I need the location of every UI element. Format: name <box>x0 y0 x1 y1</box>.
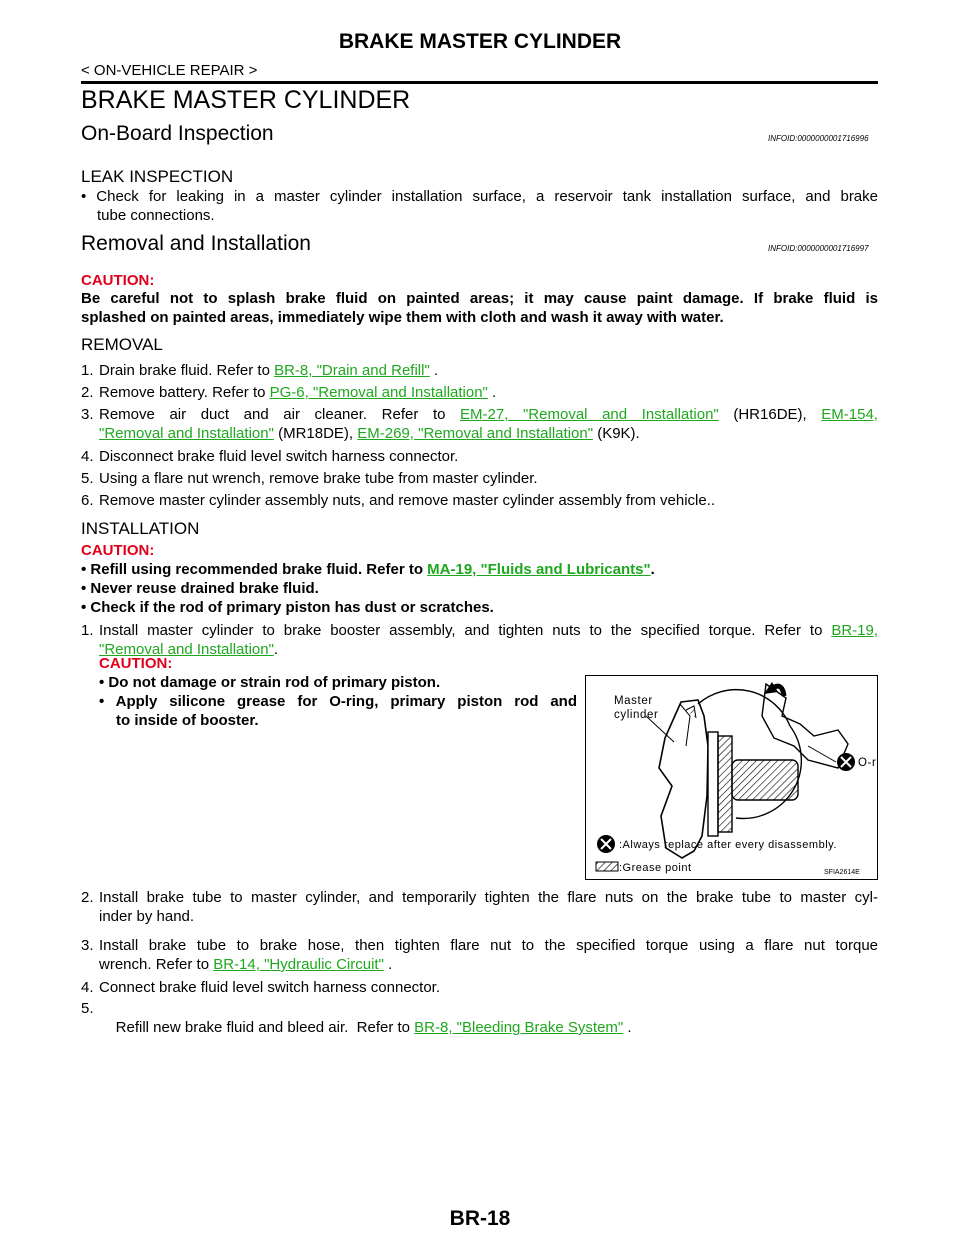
step-number: 3. <box>81 937 94 954</box>
step-text: Refill new brake fluid and bleed air. Re… <box>115 1019 415 1036</box>
step1-caution-bullet-2b: to inside of booster. <box>116 712 259 729</box>
legend-replace-icon <box>597 835 615 853</box>
step1-caution-bullet-1: • Do not damage or strain rod of primary… <box>99 674 441 691</box>
link-ma19-fluids-lubricants[interactable]: MA-19, "Fluids and Lubricants" <box>427 561 651 578</box>
step-number: 5. <box>81 470 94 487</box>
link-pg6-removal-installation[interactable]: PG-6, "Removal and Installation" <box>269 384 488 401</box>
header-section: < ON-VEHICLE REPAIR > <box>81 62 258 79</box>
page-number: BR-18 <box>449 1207 511 1230</box>
caution-line1: Be careful not to splash brake fluid on … <box>81 290 878 307</box>
infoid-onboard: INFOID:0000000001716996 <box>768 134 869 143</box>
subsection-installation: INSTALLATION <box>81 519 200 538</box>
link-br19-part2[interactable]: "Removal and Installation" <box>99 641 274 658</box>
link-em154-part2[interactable]: "Removal and Installation" <box>99 425 274 442</box>
step-text-cont: inder by hand. <box>99 908 195 925</box>
step-number: 1. <box>81 622 94 639</box>
oring-no-reuse-icon <box>837 753 855 771</box>
removal-step-1: 1. Drain brake fluid. Refer to BR-8, "Dr… <box>81 361 438 380</box>
leak-bullet-line2: tube connections. <box>97 207 215 224</box>
installation-step-5: 5. Refill new brake fluid and bleed air.… <box>81 999 632 1036</box>
installation-step-2: 2. Install brake tube to master cylinder… <box>81 888 878 925</box>
step-number: 1. <box>81 362 94 379</box>
caution-text: • Refill using recommended brake fluid. … <box>81 561 428 578</box>
infoid-removal-installation: INFOID:0000000001716997 <box>768 244 869 253</box>
master-cylinder-illustration: Master cylinder O-ring :Always replace a… <box>595 682 893 876</box>
caution-line2: splashed on painted areas, immediately w… <box>81 309 724 326</box>
step-end: . <box>623 1019 632 1036</box>
step-end: . <box>383 956 393 973</box>
leak-bullet-line1: • Check for leaking in a master cylinder… <box>81 188 878 205</box>
step-text: Drain brake fluid. Refer to <box>99 362 275 379</box>
link-br14-hydraulic-circuit[interactable]: BR-14, "Hydraulic Circuit" <box>213 956 384 973</box>
removal-step-2: 2. Remove battery. Refer to PG-6, "Remov… <box>81 383 496 402</box>
legend-replace-text: :Always replace after every disassembly. <box>619 839 837 851</box>
installation-caution-bullet-2: • Never reuse drained brake fluid. <box>81 580 319 597</box>
removal-step-3: 3. Remove air duct and air cleaner. Refe… <box>81 405 878 442</box>
step-text: Disconnect brake fluid level switch harn… <box>99 448 459 465</box>
step-number: 2. <box>81 889 94 906</box>
link-br19-part1[interactable]: BR-19, <box>831 622 878 639</box>
legend-grease-text: :Grease point <box>619 862 692 874</box>
figure-code: SFIA2614E <box>824 869 860 876</box>
page-title: BRAKE MASTER CYLINDER <box>81 86 411 114</box>
label-master: Master <box>614 695 653 707</box>
installation-step-1: 1. Install master cylinder to brake boos… <box>81 621 878 658</box>
step-number: 4. <box>81 448 94 465</box>
step-number: 5. <box>81 1000 94 1017</box>
legend-grease-icon <box>595 861 619 872</box>
installation-caution-label: CAUTION: <box>81 542 155 559</box>
step-text-hr16de: (HR16DE), <box>718 406 822 423</box>
subsection-leak-inspection: LEAK INSPECTION <box>81 167 234 186</box>
step-text: Install master cylinder to brake booster… <box>99 622 832 639</box>
step-end: . <box>429 362 439 379</box>
link-em269-removal-installation[interactable]: EM-269, "Removal and Installation" <box>357 425 594 442</box>
header-title: BRAKE MASTER CYLINDER <box>338 30 622 53</box>
installation-step-3: 3. Install brake tube to brake hose, the… <box>81 936 878 973</box>
step1-caution-bullet-2a: • Apply silicone grease for O-ring, prim… <box>99 693 577 710</box>
caution-end: . <box>650 561 655 578</box>
link-em154-part1[interactable]: EM-154, <box>821 406 878 423</box>
header-rule <box>81 81 878 84</box>
step-end: . <box>273 641 279 658</box>
label-cylinder: cylinder <box>614 709 658 721</box>
step-text-k9k: (K9K). <box>593 425 640 442</box>
step-text: Remove master cylinder assembly nuts, an… <box>99 492 716 509</box>
step-text: Remove air duct and air cleaner. Refer t… <box>99 406 461 423</box>
step-number: 4. <box>81 979 94 996</box>
link-br8-bleeding-brake-system[interactable]: BR-8, "Bleeding Brake System" <box>414 1019 624 1036</box>
o-ring-grease-area <box>717 735 733 833</box>
cylinder-body <box>658 699 709 859</box>
section-title-removal-installation: Removal and Installation <box>81 232 311 255</box>
cylinder-flange <box>707 731 719 837</box>
subsection-removal: REMOVAL <box>81 335 163 354</box>
step-end: . <box>487 384 497 401</box>
figure-master-cylinder: Master cylinder O-ring :Always replace a… <box>585 675 893 880</box>
label-oring: O-ring <box>858 757 876 769</box>
step-number: 3. <box>81 406 94 423</box>
removal-step-6: 6. Remove master cylinder assembly nuts,… <box>81 491 715 510</box>
step-text: Install brake tube to master cylinder, a… <box>99 889 878 906</box>
installation-caution-bullet-3: • Check if the rod of primary piston has… <box>81 599 494 616</box>
caution-label: CAUTION: <box>81 272 155 289</box>
removal-step-4: 4. Disconnect brake fluid level switch h… <box>81 447 458 466</box>
step-text-cont: wrench. Refer to <box>99 956 214 973</box>
step-text: Using a flare nut wrench, remove brake t… <box>99 470 538 487</box>
step-number: 6. <box>81 492 94 509</box>
step-text: Install brake tube to brake hose, then t… <box>99 937 878 954</box>
booster-housing <box>761 682 849 769</box>
step-text: Connect brake fluid level switch harness… <box>99 979 441 996</box>
step1-caution-label: CAUTION: <box>99 655 173 672</box>
step-text: Remove battery. Refer to <box>99 384 270 401</box>
link-em27-removal-installation[interactable]: EM-27, "Removal and Installation" <box>460 406 719 423</box>
step-text-mr18de: (MR18DE), <box>273 425 358 442</box>
installation-caution-bullet-1: • Refill using recommended brake fluid. … <box>81 561 655 578</box>
step-number: 2. <box>81 384 94 401</box>
link-br8-drain-refill[interactable]: BR-8, "Drain and Refill" <box>274 362 430 379</box>
section-title-onboard: On-Board Inspection <box>81 122 274 145</box>
removal-step-5: 5. Using a flare nut wrench, remove brak… <box>81 469 538 488</box>
primary-piston-rod <box>731 759 799 801</box>
installation-step-4: 4. Connect brake fluid level switch harn… <box>81 978 440 997</box>
